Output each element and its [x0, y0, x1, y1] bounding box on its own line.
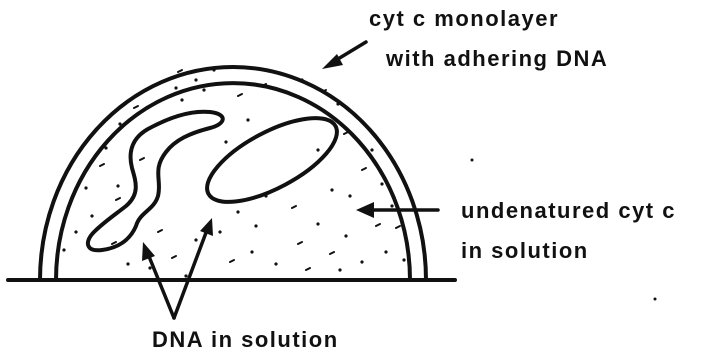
cyt-c-speck [238, 94, 242, 96]
label-monolayer-line2: with adhering DNA [385, 46, 608, 71]
label-monolayer-line1: cyt c monolayer [369, 6, 559, 31]
print-speck [654, 298, 657, 301]
cyt-c-speck [280, 72, 283, 75]
cyt-c-speck [348, 194, 351, 197]
droplet-outer-arc [40, 67, 426, 280]
cyt-c-speck [90, 214, 93, 217]
cyt-c-speck [202, 88, 205, 91]
cyt-c-speck [254, 224, 257, 227]
cyt-c-speck [126, 262, 129, 265]
cyt-c-speck [338, 268, 341, 271]
cyt-c-speck [74, 230, 77, 233]
cyt-c-speck [224, 140, 227, 143]
cyt-c-speck [212, 68, 215, 71]
cyt-c-speck [362, 168, 366, 170]
cyt-c-speck [174, 86, 177, 89]
cyt-c-speck [316, 222, 319, 225]
cyt-c-speck [236, 210, 239, 213]
cyt-c-speck [246, 118, 249, 121]
cyt-c-speck [118, 122, 121, 125]
cyt-c-speck [402, 258, 405, 261]
cyt-c-speck [180, 98, 183, 101]
cyt-c-speck [104, 146, 107, 149]
cyt-c-speck [330, 188, 333, 191]
cyt-c-speck [300, 78, 303, 81]
cyt-c-speck [390, 204, 393, 207]
label-undenatured-line2: in solution [461, 238, 589, 263]
cyt-c-speck [230, 260, 234, 262]
cyt-c-speck [250, 250, 253, 253]
cyt-c-speck [116, 184, 119, 187]
cyt-c-speck [336, 102, 339, 105]
cyt-c-speck [134, 106, 138, 108]
cyt-c-speck [112, 242, 116, 244]
cyt-c-speck [370, 148, 373, 151]
label-undenatured-line1: undenatured cyt c [461, 198, 676, 223]
cyt-c-speck [62, 248, 65, 251]
cyt-c-speck [274, 262, 277, 265]
cyt-c-speck [316, 148, 319, 151]
cyt-c-speck [116, 198, 120, 200]
dna-loop-right [195, 101, 348, 218]
monolayer-arrow [322, 42, 366, 69]
label-dna-solution: DNA in solution [152, 327, 339, 352]
cyt-c-speck [292, 206, 296, 208]
cyt-c-speck [344, 234, 347, 237]
cyt-c-speck [306, 268, 310, 270]
print-speck [471, 159, 474, 162]
cyt-c-speck [194, 238, 197, 241]
cyt-c-speck [330, 252, 334, 254]
cyt-c-speck [148, 266, 151, 269]
cyt-c-speck [354, 114, 357, 117]
cyt-c-speck [178, 70, 182, 72]
cyt-c-speck [140, 158, 144, 160]
cyt-c-speck [298, 242, 302, 244]
cyt-c-speck [194, 78, 197, 81]
cyt-c-speck [380, 182, 383, 185]
cyt-c-speck [84, 186, 87, 189]
cyt-c-speck [158, 230, 162, 232]
cyt-c-speck [172, 256, 176, 258]
cyt-c-speck [384, 250, 387, 253]
cyt-c-speck [184, 274, 187, 277]
cyt-c-speck [100, 164, 104, 166]
cyt-c-speck [360, 260, 363, 263]
cyt-c-speck [396, 226, 400, 228]
cyt-c-speck [376, 224, 380, 226]
cyt-c-speck [344, 132, 348, 134]
cyt-c-speck [218, 230, 221, 233]
dna-solution-arrows [142, 218, 213, 318]
